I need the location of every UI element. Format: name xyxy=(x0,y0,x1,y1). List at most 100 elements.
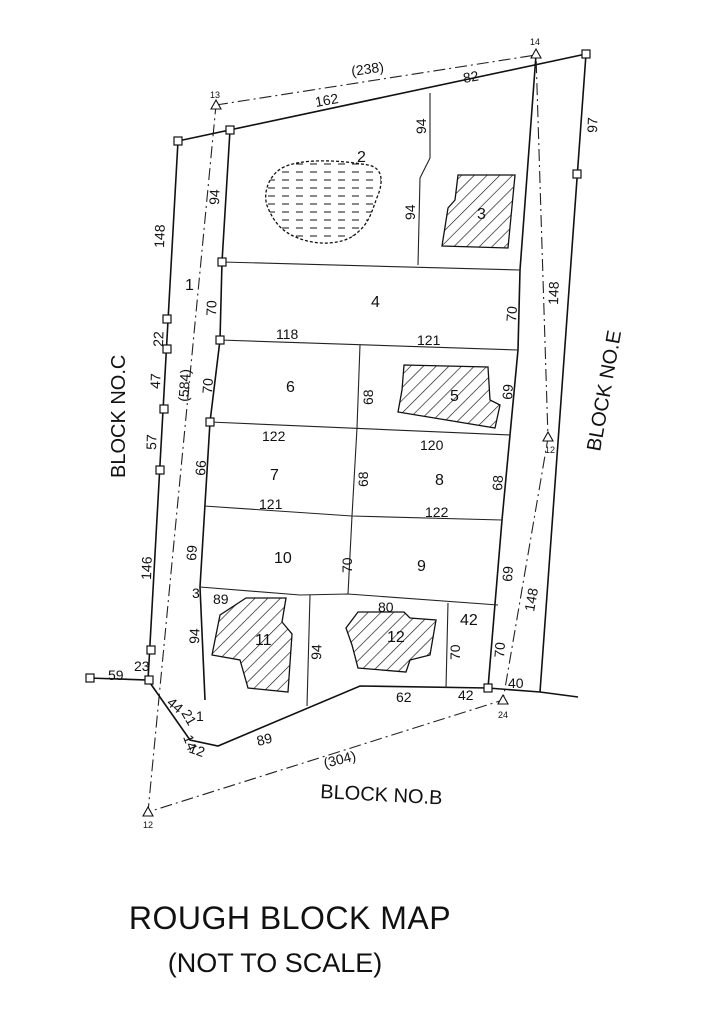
svg-text:(304): (304) xyxy=(322,747,358,770)
divider-plot10-9 xyxy=(347,515,353,595)
pond xyxy=(265,160,382,244)
svg-text:1: 1 xyxy=(196,708,204,724)
svg-text:12: 12 xyxy=(545,445,555,455)
south-boundary-east xyxy=(487,687,541,693)
svg-text:148: 148 xyxy=(521,587,541,613)
svg-text:57: 57 xyxy=(143,434,160,450)
map-subtitle: (NOT TO SCALE) xyxy=(167,948,383,978)
plot-3: 3 xyxy=(477,206,486,223)
building-plot5 xyxy=(397,364,501,429)
plot-2: 2 xyxy=(357,149,366,166)
svg-text:13: 13 xyxy=(210,90,220,100)
survey-traverse xyxy=(147,54,549,813)
svg-text:69: 69 xyxy=(499,565,516,582)
divider-plot4-6 xyxy=(219,339,519,351)
inner-west-boundary xyxy=(199,129,231,701)
svg-text:70: 70 xyxy=(203,300,220,316)
plot-4: 4 xyxy=(371,294,380,311)
svg-text:94: 94 xyxy=(186,628,203,644)
boundary-pegs xyxy=(85,49,591,693)
svg-text:68: 68 xyxy=(360,389,376,405)
svg-text:70: 70 xyxy=(199,377,216,394)
plot-12: 12 xyxy=(387,629,405,646)
right-boundary-bottom xyxy=(539,691,579,698)
divider-plot11-12 xyxy=(306,594,311,707)
svg-text:42: 42 xyxy=(458,687,474,703)
svg-text:97: 97 xyxy=(584,117,601,133)
plot-42: 42 xyxy=(460,612,478,629)
svg-text:69: 69 xyxy=(499,383,516,400)
svg-text:70: 70 xyxy=(491,641,508,658)
svg-text:24: 24 xyxy=(498,710,508,720)
plot-1: 1 xyxy=(185,277,194,294)
building-plot3 xyxy=(441,174,516,249)
divider-plot7-10 xyxy=(203,505,503,521)
svg-text:12: 12 xyxy=(187,740,207,760)
svg-text:23: 23 xyxy=(134,658,150,674)
svg-text:162: 162 xyxy=(314,90,340,110)
svg-text:89: 89 xyxy=(255,730,274,749)
svg-text:69: 69 xyxy=(183,544,200,561)
divider-plot10-11 xyxy=(199,586,499,606)
svg-text:94: 94 xyxy=(206,189,223,205)
svg-text:94: 94 xyxy=(413,118,429,134)
svg-text:148: 148 xyxy=(545,281,562,305)
svg-text:(584): (584) xyxy=(175,368,193,402)
svg-text:70: 70 xyxy=(503,305,520,322)
survey-mark-12-south xyxy=(142,805,154,817)
svg-text:70: 70 xyxy=(447,644,463,660)
svg-text:121: 121 xyxy=(259,496,283,512)
svg-text:146: 146 xyxy=(138,556,155,580)
building-plot12 xyxy=(345,611,437,673)
svg-text:14: 14 xyxy=(530,37,540,47)
svg-text:94: 94 xyxy=(402,204,418,220)
plot-11: 11 xyxy=(255,632,272,649)
svg-text:3: 3 xyxy=(192,585,200,601)
survey-mark-13 xyxy=(210,98,222,110)
divider-plot12-42 xyxy=(445,602,449,689)
plot-8: 8 xyxy=(435,472,444,489)
inner-east-boundary xyxy=(487,54,537,689)
svg-text:14: 14 xyxy=(180,733,200,753)
divider-plot2-4 xyxy=(221,261,521,271)
divider-plot2-3 xyxy=(417,93,431,266)
svg-text:59: 59 xyxy=(108,667,124,683)
svg-text:122: 122 xyxy=(425,504,449,520)
map-title: ROUGH BLOCK MAP xyxy=(128,900,452,936)
svg-text:(238): (238) xyxy=(350,59,385,79)
svg-text:12: 12 xyxy=(143,820,153,830)
svg-text:68: 68 xyxy=(355,471,371,487)
svg-text:22: 22 xyxy=(150,331,167,347)
divider-plot6-5 xyxy=(356,344,361,429)
survey-mark-14 xyxy=(530,47,542,59)
survey-marks: 13 14 12 24 12 xyxy=(142,37,555,830)
block-c-label: BLOCK NO.C xyxy=(108,355,130,478)
plot-10: 10 xyxy=(274,550,292,567)
plot-7: 7 xyxy=(270,467,279,484)
divider-plot6-7 xyxy=(209,421,511,436)
svg-text:70: 70 xyxy=(339,557,355,573)
south-boundary xyxy=(147,679,489,747)
survey-mark-12-east xyxy=(542,430,554,442)
svg-text:89: 89 xyxy=(213,591,229,607)
plot-labels: 1 2 3 4 5 6 7 8 9 10 11 12 42 xyxy=(185,149,486,649)
svg-text:68: 68 xyxy=(489,474,506,491)
divider-plot7-8 xyxy=(351,427,358,517)
block-b-label: BLOCK NO.B xyxy=(320,781,443,809)
svg-text:122: 122 xyxy=(262,428,286,444)
svg-text:66: 66 xyxy=(192,459,209,476)
svg-text:21: 21 xyxy=(178,707,200,729)
svg-text:118: 118 xyxy=(276,326,299,342)
dimension-labels: (238) 162 82 97 94 94 94 148 22 47 57 14… xyxy=(108,59,601,771)
svg-text:82: 82 xyxy=(462,67,480,85)
svg-text:94: 94 xyxy=(308,644,325,660)
svg-text:47: 47 xyxy=(147,373,164,389)
plot-9: 9 xyxy=(417,558,426,575)
svg-text:40: 40 xyxy=(508,675,524,691)
building-plot11 xyxy=(211,597,293,693)
plot-6: 6 xyxy=(286,379,295,396)
survey-mark-24 xyxy=(497,693,509,705)
svg-text:80: 80 xyxy=(378,599,394,615)
svg-text:62: 62 xyxy=(396,689,412,705)
svg-text:120: 120 xyxy=(420,437,444,453)
